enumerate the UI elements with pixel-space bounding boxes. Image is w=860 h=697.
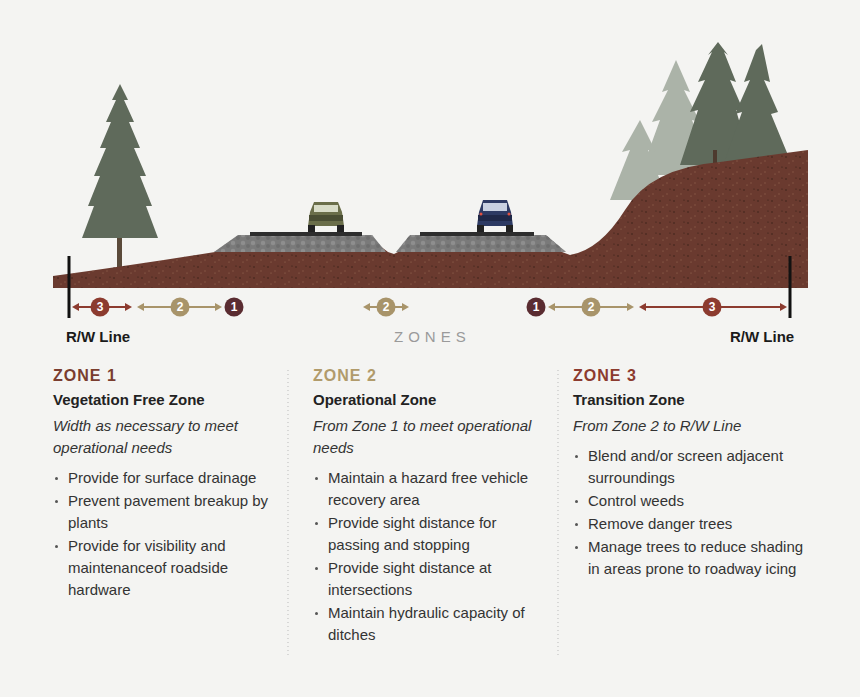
callout-number: 1 [225,298,243,316]
zone-column: ZONE 3 Transition ZoneFrom Zone 2 to R/W … [573,367,808,581]
zones-label: ZONES [394,328,471,345]
bullet-item: Prevent pavement breakup by plants [53,490,278,534]
callout-circle [582,298,601,317]
conifer-tree [82,84,158,272]
arrow-head [137,303,144,311]
bullet-dot [55,500,58,503]
callout-number: 1 [527,298,545,316]
arrow-head [548,303,555,311]
car [308,202,344,232]
bullet-text: Manage trees to reduce shading in areas … [588,538,803,577]
callout-circle [703,298,722,317]
bullet-text: Blend and/or screen adjacent surrounding… [588,447,783,486]
callout-circle [91,298,110,317]
zone-description: From Zone 2 to R/W Line [573,415,808,437]
zone-heading: ZONE 3 [573,367,808,385]
bullet-dot [575,455,578,458]
callout-number: 2 [582,298,600,316]
arrow-head [215,303,222,311]
callout-number: 2 [377,298,395,316]
arrow-head [639,303,646,311]
zone-heading: ZONE 1 [53,367,278,385]
road-embankment [214,232,566,252]
arrow-head [125,303,132,311]
column-divider [558,370,559,658]
bullet-dot [315,477,318,480]
callout-number: 3 [91,298,109,316]
bullet-item: Manage trees to reduce shading in areas … [573,536,808,580]
bullet-item: Maintain hydraulic capacity of ditches [313,602,543,646]
bullet-dot [315,567,318,570]
arrow-head [363,303,370,311]
bullet-item: Provide sight distance for passing and s… [313,512,543,556]
bullet-text: Prevent pavement breakup by plants [68,492,268,531]
bullet-dot [55,477,58,480]
ground [53,150,808,288]
bullet-text: Remove danger trees [588,515,732,532]
arrow-head [627,303,634,311]
zone-column: ZONE 1 Vegetation Free ZoneWidth as neces… [53,367,278,602]
callout-circle [527,298,546,317]
bullet-item: Provide sight distance at intersections [313,557,543,601]
bullet-item: Remove danger trees [573,513,808,535]
bullet-text: Maintain hydraulic capacity of ditches [328,604,525,643]
callout-circle [225,298,244,317]
bullet-text: Provide for visibility and maintenanceof… [68,537,228,598]
callout-number: 3 [703,298,721,316]
bullet-item: Provide for surface drainage [53,467,278,489]
callout-number: 2 [171,298,189,316]
bullet-dot [315,522,318,525]
arrow-head [72,303,79,311]
bullet-dot [315,612,318,615]
bullet-dot [575,523,578,526]
rw-line-label: R/W Line [66,328,130,345]
bullet-item: Blend and/or screen adjacent surrounding… [573,445,808,489]
bullet-text: Provide sight distance for passing and s… [328,514,496,553]
bullet-item: Control weeds [573,490,808,512]
bullet-text: Provide for surface drainage [68,469,256,486]
zone-description: Width as necessary to meet operational n… [53,415,278,459]
rw-line-mark [789,256,792,318]
arrow-head [780,303,787,311]
bullet-text: Control weeds [588,492,684,509]
column-divider [288,370,289,658]
arrow-head [402,303,409,311]
zone-title: Operational Zone [313,391,543,408]
bullet-item: Provide for visibility and maintenanceof… [53,535,278,601]
zone-title: Transition Zone [573,391,808,408]
zone-title: Vegetation Free Zone [53,391,278,408]
zone-heading: ZONE 2 [313,367,543,385]
rw-line-mark [68,256,71,318]
zone-column: ZONE 2 Operational ZoneFrom Zone 1 to mee… [313,367,543,647]
callout-circle [171,298,190,317]
bullet-dot [55,545,58,548]
rw-line-label: R/W Line [730,328,794,345]
bullet-dot [575,546,578,549]
bullet-text: Provide sight distance at intersections [328,559,491,598]
bullet-item: Maintain a hazard free vehicle recovery … [313,467,543,511]
bullet-dot [575,500,578,503]
car [477,200,513,232]
zone-arrows [72,298,787,317]
callout-circle [377,298,396,317]
bullet-text: Maintain a hazard free vehicle recovery … [328,469,528,508]
zone-description: From Zone 1 to meet operational needs [313,415,543,459]
